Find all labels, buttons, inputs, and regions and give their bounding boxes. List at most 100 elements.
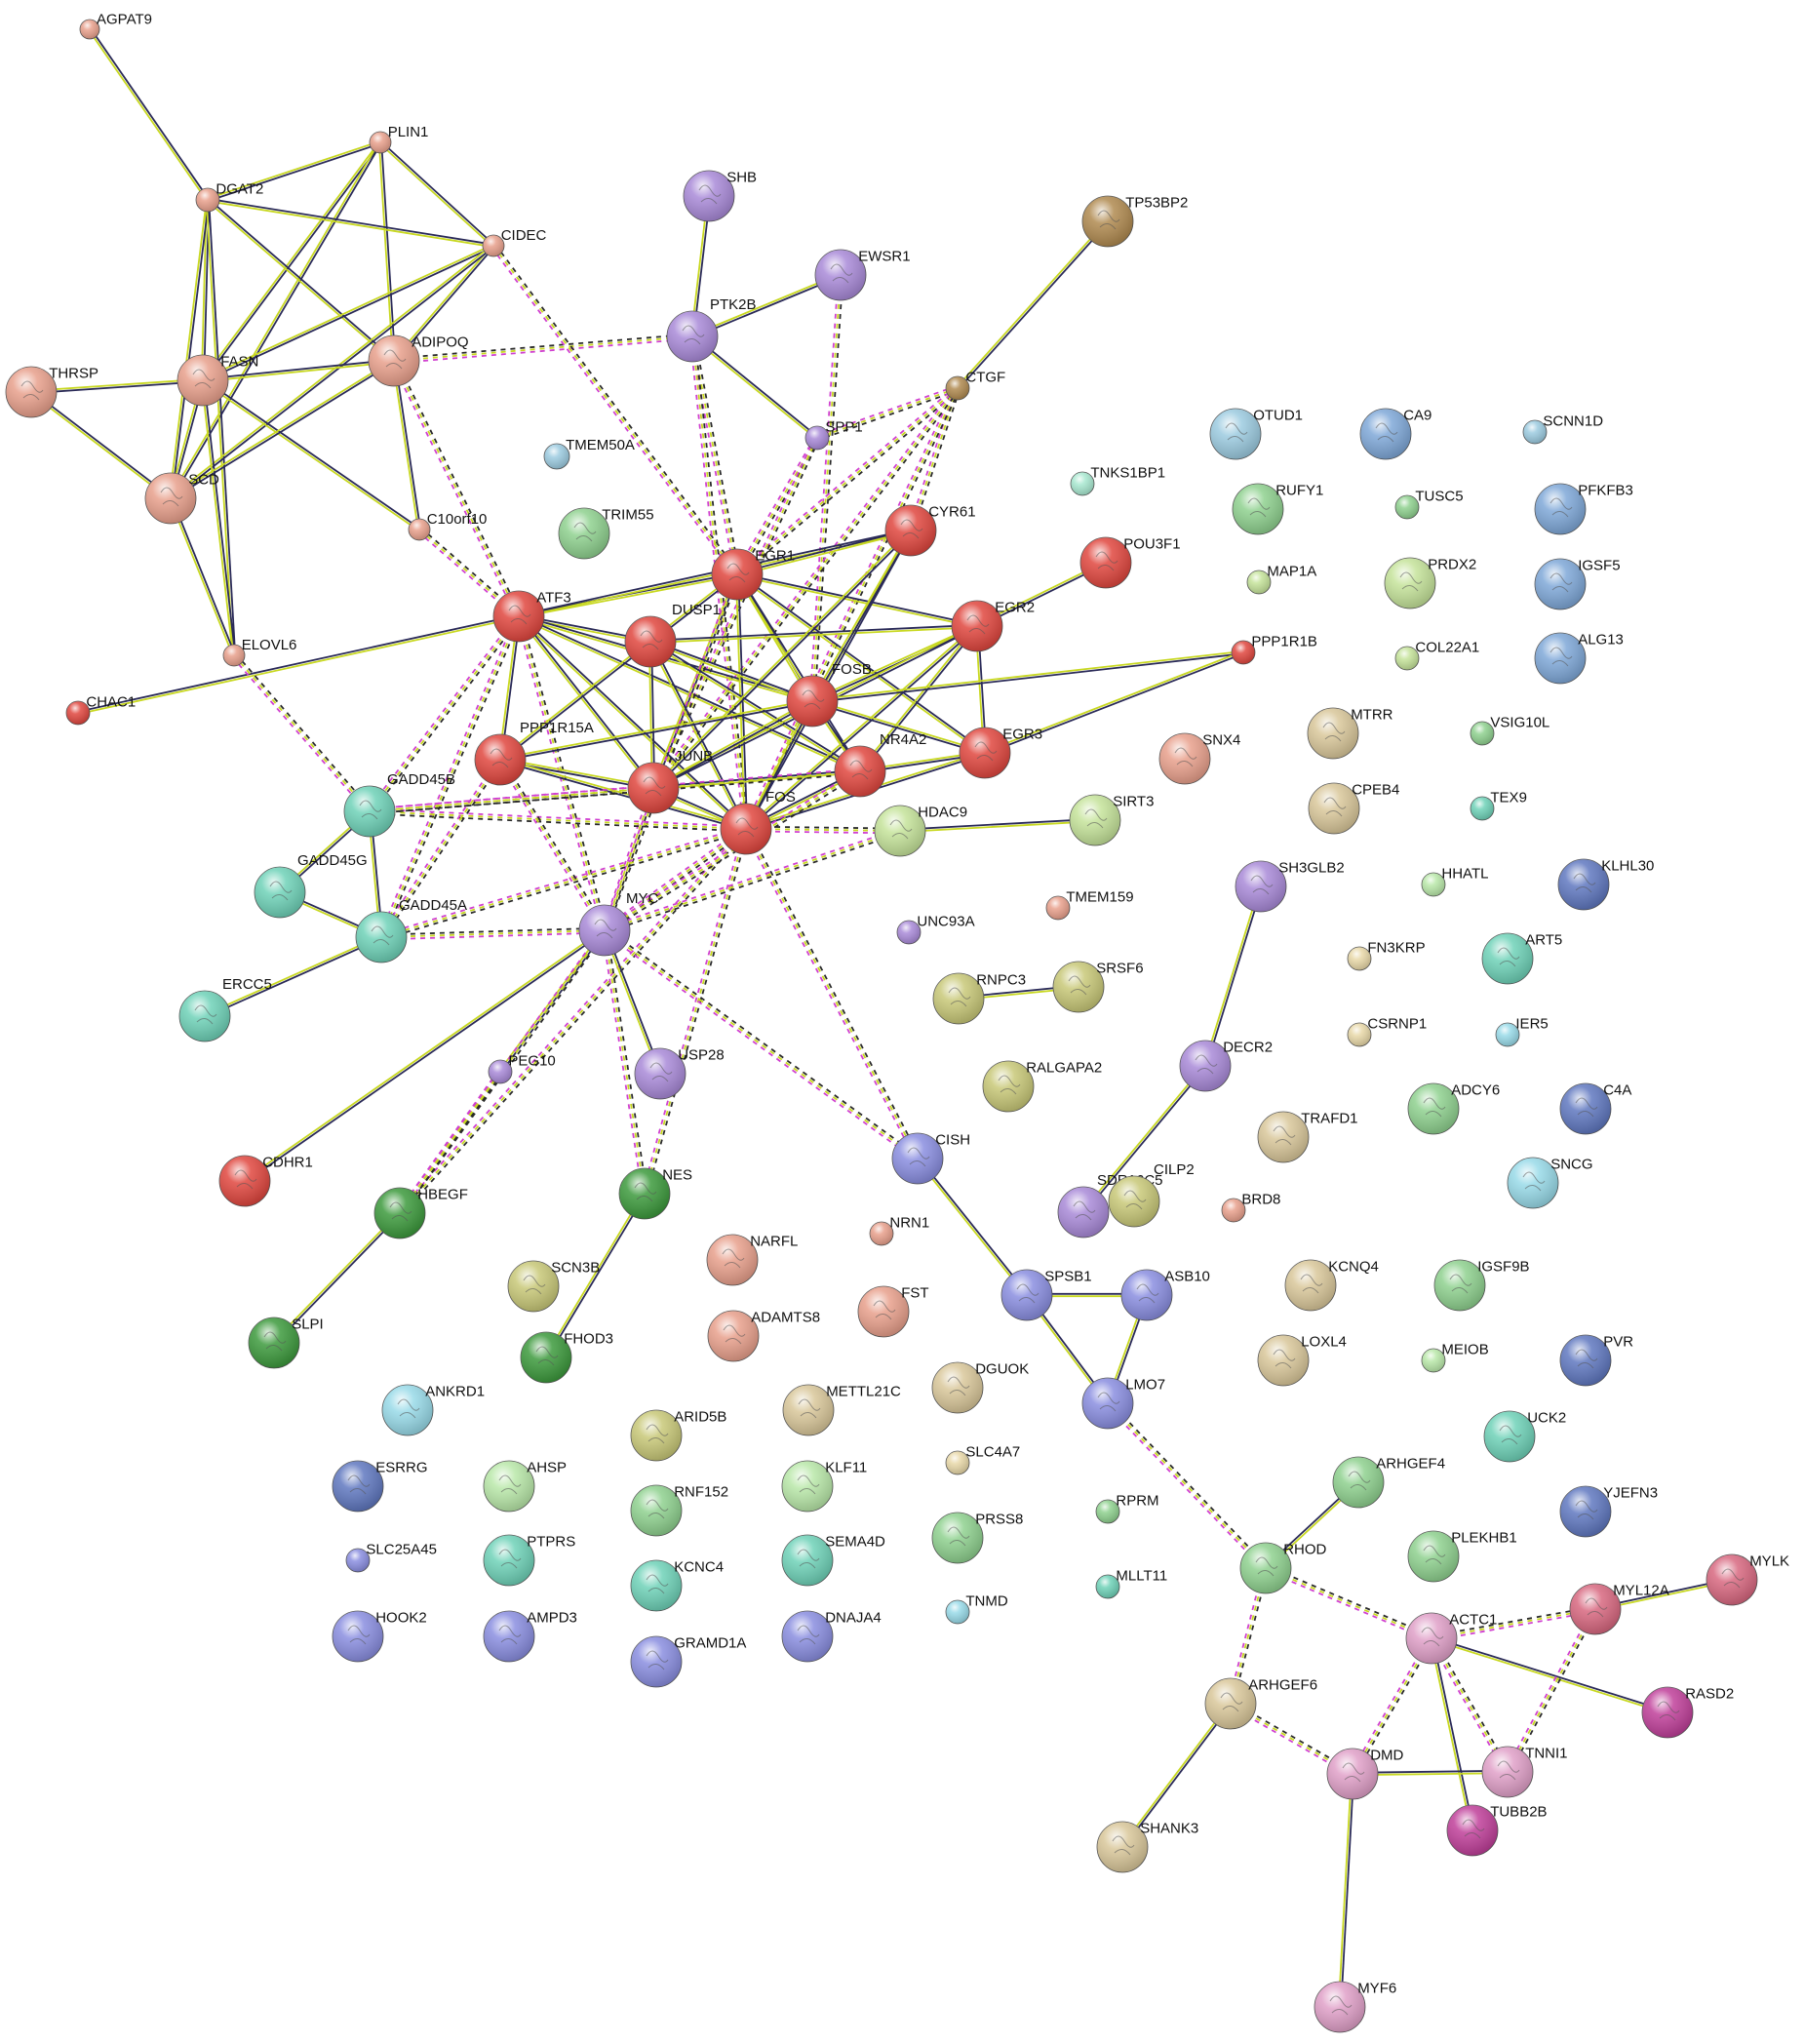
- node-snx4[interactable]: SNX4: [1158, 732, 1240, 785]
- node-cpeb4[interactable]: CPEB4: [1308, 782, 1399, 835]
- node-slpi[interactable]: SLPI: [248, 1317, 324, 1369]
- node-mylk[interactable]: MYLK: [1706, 1553, 1789, 1606]
- node-slc25a45[interactable]: SLC25A45: [345, 1541, 437, 1573]
- node-tnni1[interactable]: TNNI1: [1481, 1746, 1568, 1798]
- node-fhod3[interactable]: FHOD3: [520, 1331, 613, 1384]
- node-mllt11[interactable]: MLLT11: [1095, 1567, 1167, 1599]
- node-klf11[interactable]: KLF11: [781, 1460, 867, 1513]
- node-narfl[interactable]: NARFL: [706, 1234, 798, 1286]
- node-c4a[interactable]: C4A: [1559, 1082, 1631, 1135]
- node-sema4d[interactable]: SEMA4D: [781, 1534, 885, 1587]
- node-loxl4[interactable]: LOXL4: [1257, 1334, 1347, 1387]
- node-trim55[interactable]: TRIM55: [558, 507, 654, 560]
- node-alg13[interactable]: ALG13: [1534, 632, 1624, 685]
- node-ampd3[interactable]: AMPD3: [483, 1610, 577, 1663]
- node-col22a1[interactable]: COL22A1: [1394, 639, 1479, 671]
- node-dmd[interactable]: DMD: [1326, 1748, 1404, 1800]
- node-nes[interactable]: NES: [618, 1167, 692, 1220]
- node-peg10[interactable]: PEG10: [488, 1052, 556, 1084]
- node-adipoq[interactable]: ADIPOQ: [368, 334, 469, 387]
- node-vsig10l[interactable]: VSIG10L: [1470, 714, 1549, 746]
- node-slc4a7[interactable]: SLC4A7: [945, 1443, 1020, 1475]
- node-arhgef4[interactable]: ARHGEF4: [1332, 1456, 1445, 1509]
- node-rufy1[interactable]: RUFY1: [1232, 483, 1323, 535]
- node-rprm[interactable]: RPRM: [1095, 1492, 1159, 1524]
- node-rnf152[interactable]: RNF152: [630, 1484, 728, 1537]
- node-meiob[interactable]: MEIOB: [1421, 1341, 1489, 1373]
- node-kcnc4[interactable]: KCNC4: [630, 1559, 724, 1612]
- node-scd[interactable]: SCD: [144, 472, 219, 525]
- node-lmo7[interactable]: LMO7: [1081, 1377, 1165, 1430]
- node-art5[interactable]: ART5: [1481, 932, 1562, 985]
- node-trafd1[interactable]: TRAFD1: [1257, 1111, 1358, 1163]
- node-plekhb1[interactable]: PLEKHB1: [1407, 1530, 1517, 1583]
- node-shb[interactable]: SHB: [683, 170, 757, 222]
- node-c10orf10[interactable]: C10orf10: [408, 511, 487, 541]
- node-dguok[interactable]: DGUOK: [931, 1361, 1029, 1414]
- node-cyr61[interactable]: CYR61: [884, 504, 976, 557]
- node-gramd1a[interactable]: GRAMD1A: [630, 1635, 746, 1688]
- node-ctgf[interactable]: CTGF: [945, 369, 1005, 401]
- node-cdhr1[interactable]: CDHR1: [218, 1155, 313, 1207]
- node-prdx2[interactable]: PRDX2: [1384, 557, 1476, 609]
- node-agpat9[interactable]: AGPAT9: [79, 12, 152, 40]
- node-sirt3[interactable]: SIRT3: [1069, 794, 1154, 846]
- node-prss8[interactable]: PRSS8: [931, 1512, 1023, 1564]
- node-hook2[interactable]: HOOK2: [332, 1610, 427, 1663]
- node-ercc5[interactable]: ERCC5: [178, 976, 272, 1042]
- node-brd8[interactable]: BRD8: [1221, 1191, 1280, 1223]
- node-pvr[interactable]: PVR: [1559, 1334, 1633, 1387]
- node-klhl30[interactable]: KLHL30: [1557, 858, 1654, 911]
- node-hbegf[interactable]: HBEGF: [373, 1187, 468, 1239]
- node-tubb2b[interactable]: TUBB2B: [1446, 1804, 1548, 1857]
- node-esrrg[interactable]: ESRRG: [332, 1460, 428, 1513]
- node-pfkfb3[interactable]: PFKFB3: [1534, 483, 1633, 535]
- node-myf6[interactable]: MYF6: [1314, 1981, 1396, 2033]
- node-plin1[interactable]: PLIN1: [369, 124, 428, 154]
- node-dnaja4[interactable]: DNAJA4: [781, 1610, 882, 1663]
- node-scn3b[interactable]: SCN3B: [507, 1260, 600, 1313]
- node-uck2[interactable]: UCK2: [1483, 1410, 1566, 1463]
- node-gadd45a[interactable]: GADD45A: [355, 897, 467, 963]
- node-sh3glb2[interactable]: SH3GLB2: [1235, 860, 1345, 913]
- node-ahsp[interactable]: AHSP: [483, 1460, 567, 1513]
- node-hhatl[interactable]: HHATL: [1421, 865, 1488, 897]
- node-arhgef6[interactable]: ARHGEF6: [1204, 1677, 1317, 1730]
- node-tmem50a[interactable]: TMEM50A: [543, 437, 635, 470]
- node-pou3f1[interactable]: POU3F1: [1079, 536, 1181, 589]
- node-tnmd[interactable]: TNMD: [945, 1592, 1008, 1625]
- node-mettl21c[interactable]: METTL21C: [782, 1384, 901, 1436]
- node-srsf6[interactable]: SRSF6: [1052, 961, 1144, 1013]
- node-egr1[interactable]: EGR1: [711, 548, 795, 601]
- node-igsf9b[interactable]: IGSF9B: [1433, 1259, 1530, 1312]
- node-nrn1[interactable]: NRN1: [869, 1214, 929, 1246]
- node-yjefn3[interactable]: YJEFN3: [1559, 1485, 1658, 1538]
- node-adamts8[interactable]: ADAMTS8: [707, 1310, 820, 1362]
- node-myl12a[interactable]: MYL12A: [1569, 1583, 1669, 1635]
- node-arid5b[interactable]: ARID5B: [630, 1409, 726, 1462]
- node-rnpc3[interactable]: RNPC3: [932, 972, 1026, 1025]
- node-hdac9[interactable]: HDAC9: [874, 805, 967, 857]
- node-dgat2[interactable]: DGAT2: [195, 180, 263, 213]
- node-asb10[interactable]: ASB10: [1120, 1269, 1210, 1321]
- node-ptk2b[interactable]: PTK2B: [666, 296, 757, 363]
- node-mtrr[interactable]: MTRR: [1307, 707, 1393, 760]
- node-ppp1r1b[interactable]: PPP1R1B: [1231, 633, 1317, 665]
- node-igsf5[interactable]: IGSF5: [1534, 558, 1621, 610]
- node-fn3krp[interactable]: FN3KRP: [1347, 939, 1426, 971]
- node-fasn[interactable]: FASN: [176, 354, 258, 407]
- node-tp53bp2[interactable]: TP53BP2: [1081, 195, 1188, 248]
- node-otud1[interactable]: OTUD1: [1209, 408, 1303, 460]
- node-cidec[interactable]: CIDEC: [482, 227, 547, 257]
- node-tmem159[interactable]: TMEM159: [1045, 888, 1134, 921]
- node-usp28[interactable]: USP28: [634, 1047, 725, 1100]
- node-spp1[interactable]: SPP1: [804, 418, 863, 451]
- node-ankrd1[interactable]: ANKRD1: [381, 1384, 485, 1436]
- node-myc[interactable]: MYC: [578, 890, 659, 957]
- node-egr2[interactable]: EGR2: [951, 600, 1035, 652]
- node-cish[interactable]: CISH: [891, 1132, 970, 1185]
- node-chac1[interactable]: CHAC1: [65, 693, 136, 726]
- node-ralgapa2[interactable]: RALGAPA2: [982, 1060, 1102, 1113]
- node-ewsr1[interactable]: EWSR1: [814, 249, 911, 301]
- node-map1a[interactable]: MAP1A: [1246, 563, 1316, 595]
